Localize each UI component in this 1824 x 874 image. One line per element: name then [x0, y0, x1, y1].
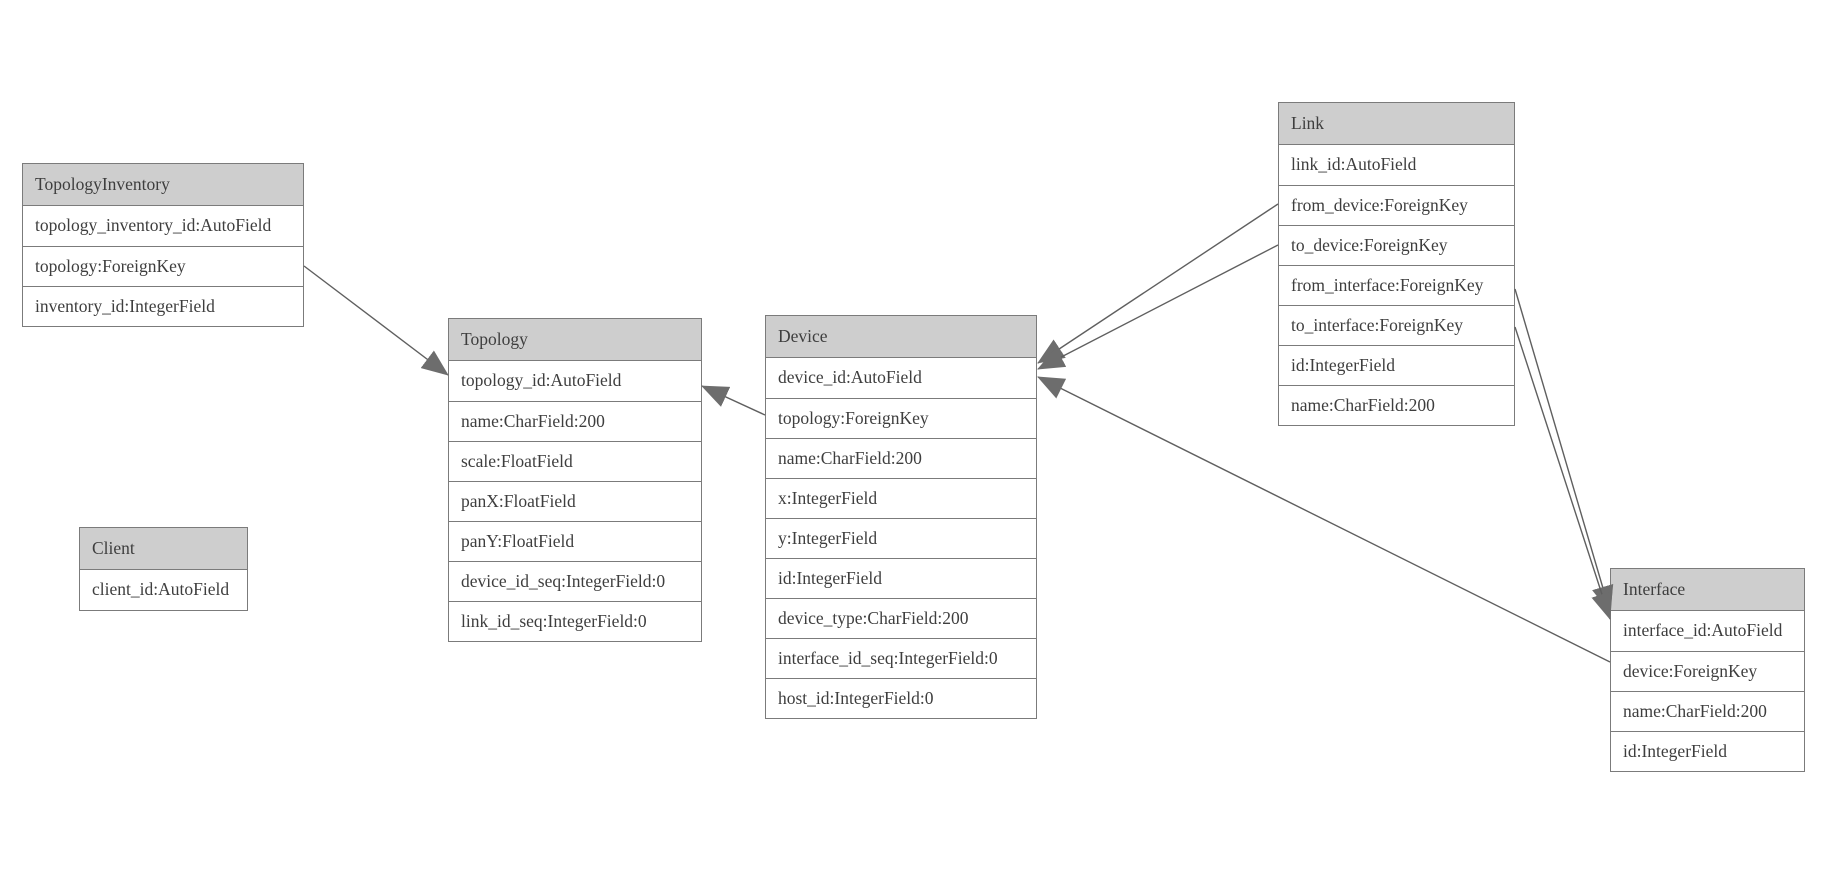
entity-title-link: Link — [1279, 103, 1514, 145]
entity-title-interface: Interface — [1611, 569, 1804, 611]
entity-title-topology-inventory: TopologyInventory — [23, 164, 303, 206]
edge-link-from_interface-to-interface — [1514, 288, 1614, 613]
entity-device: Device device_id:AutoField topology:Foreig… — [765, 315, 1037, 719]
field-row-device-4: y:IntegerField — [766, 518, 1036, 558]
field-row-topology-4: panY:FloatField — [449, 521, 701, 561]
field-row-interface-3: id:IntegerField — [1611, 731, 1804, 771]
field-row-device-1: topology:ForeignKey — [766, 398, 1036, 438]
field-row-device-5: id:IntegerField — [766, 558, 1036, 598]
entity-topology-inventory: TopologyInventory topology_inventory_id:A… — [22, 163, 304, 327]
field-row-topology-inventory-0: topology_inventory_id:AutoField — [35, 215, 272, 235]
field-row-client-0: client_id:AutoField — [92, 579, 230, 599]
field-row-link-5: id:IntegerField — [1279, 345, 1514, 385]
field-row-interface-2: name:CharField:200 — [1611, 691, 1804, 731]
field-row-device-8: host_id:IntegerField:0 — [766, 678, 1036, 718]
edge-link-to_device-to-device — [1037, 244, 1279, 370]
field-row-link-4: to_interface:ForeignKey — [1279, 305, 1514, 345]
field-row-link-3: from_interface:ForeignKey — [1279, 265, 1514, 305]
field-row-device-3: x:IntegerField — [766, 478, 1036, 518]
field-row-link-1: from_device:ForeignKey — [1279, 185, 1514, 225]
field-row-topology-6: link_id_seq:IntegerField:0 — [449, 601, 701, 641]
field-row-device-6: device_type:CharField:200 — [766, 598, 1036, 638]
field-row-interface-1: device:ForeignKey — [1611, 651, 1804, 691]
field-row-topology-5: device_id_seq:IntegerField:0 — [449, 561, 701, 601]
field-row-interface-0: interface_id:AutoField — [1623, 620, 1783, 640]
field-row-topology-2: scale:FloatField — [449, 441, 701, 481]
field-row-link-0: link_id:AutoField — [1291, 154, 1417, 174]
field-row-link-6: name:CharField:200 — [1279, 385, 1514, 425]
field-row-link-2: to_device:ForeignKey — [1279, 225, 1514, 265]
edge-link-from_device-to-device — [1037, 203, 1279, 364]
field-row-device-7: interface_id_seq:IntegerField:0 — [766, 638, 1036, 678]
entity-title-device: Device — [766, 316, 1036, 358]
field-row-topology-inventory-1: topology:ForeignKey — [23, 246, 303, 286]
entity-title-topology: Topology — [449, 319, 701, 361]
field-row-topology-inventory-2: inventory_id:IntegerField — [23, 286, 303, 326]
edge-device-topology-to-topology — [701, 385, 766, 416]
field-row-topology-0: topology_id:AutoField — [461, 370, 622, 390]
field-row-topology-3: panX:FloatField — [449, 481, 701, 521]
edge-topologyinventory-topology-to-topology — [303, 265, 449, 376]
entity-interface: Interface interface_id:AutoField device:Fo… — [1610, 568, 1805, 772]
field-row-topology-1: name:CharField:200 — [449, 401, 701, 441]
edge-link-to_interface-to-interface — [1514, 326, 1613, 620]
entity-client: Client client_id:AutoField — [79, 527, 248, 611]
field-row-device-2: name:CharField:200 — [766, 438, 1036, 478]
entity-link: Link link_id:AutoField from_device:Foreign… — [1278, 102, 1515, 426]
entity-title-client: Client — [80, 528, 247, 570]
entity-topology: Topology topology_id:AutoField name:CharFi… — [448, 318, 702, 642]
field-row-device-0: device_id:AutoField — [778, 367, 922, 387]
